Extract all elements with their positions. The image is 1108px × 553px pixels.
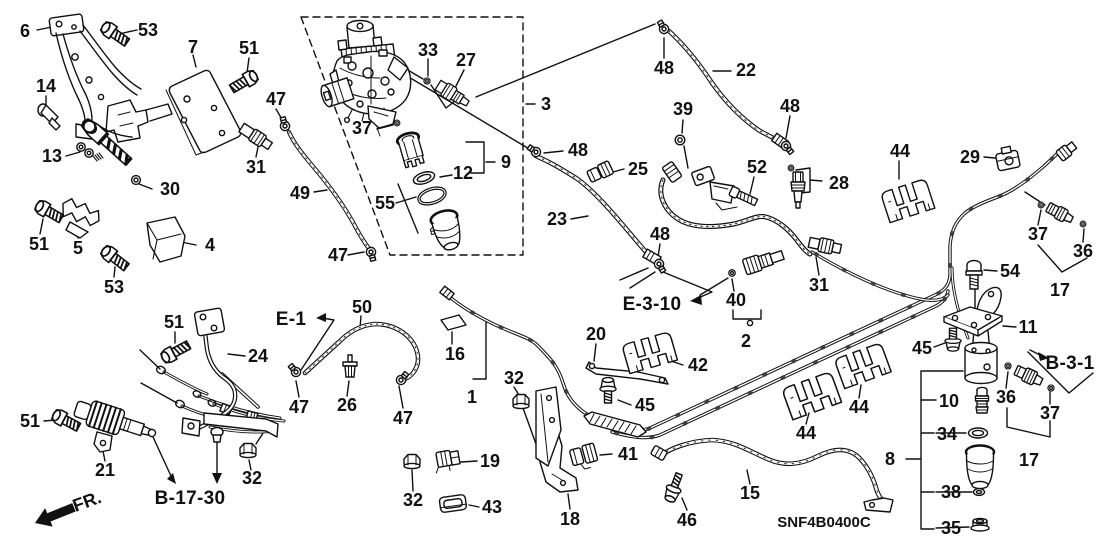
svg-text:55: 55 <box>375 193 395 213</box>
svg-text:37: 37 <box>1028 224 1048 244</box>
svg-text:32: 32 <box>504 368 524 388</box>
svg-text:8: 8 <box>885 449 895 469</box>
svg-text:48: 48 <box>568 140 588 160</box>
svg-text:37: 37 <box>352 118 372 138</box>
svg-text:50: 50 <box>352 297 372 317</box>
svg-text:32: 32 <box>242 468 262 488</box>
svg-text:10: 10 <box>939 391 959 411</box>
svg-text:45: 45 <box>635 395 655 415</box>
svg-text:13: 13 <box>42 146 62 166</box>
svg-text:16: 16 <box>445 344 465 364</box>
svg-text:11: 11 <box>1018 317 1037 337</box>
svg-text:46: 46 <box>677 510 697 530</box>
svg-text:41: 41 <box>618 444 638 464</box>
svg-text:47: 47 <box>393 408 413 428</box>
svg-text:5: 5 <box>73 238 83 258</box>
svg-text:27: 27 <box>456 50 476 70</box>
svg-text:7: 7 <box>188 37 198 57</box>
svg-text:48: 48 <box>780 96 800 116</box>
svg-text:26: 26 <box>337 395 357 415</box>
svg-text:45: 45 <box>912 338 932 358</box>
svg-text:4: 4 <box>205 235 215 255</box>
svg-text:48: 48 <box>654 58 674 78</box>
svg-text:30: 30 <box>160 179 180 199</box>
svg-text:32: 32 <box>403 490 423 510</box>
svg-text:31: 31 <box>809 275 829 295</box>
svg-text:31: 31 <box>246 157 266 177</box>
svg-text:B-17-30: B-17-30 <box>155 488 226 509</box>
svg-text:1: 1 <box>467 387 477 407</box>
svg-text:36: 36 <box>996 387 1016 407</box>
svg-text:36: 36 <box>1073 241 1093 261</box>
svg-text:42: 42 <box>688 355 708 375</box>
svg-text:24: 24 <box>248 346 268 366</box>
svg-text:21: 21 <box>95 460 115 480</box>
svg-text:35: 35 <box>941 518 961 538</box>
svg-text:E-3-10: E-3-10 <box>623 294 682 315</box>
svg-text:52: 52 <box>747 157 767 177</box>
svg-text:17: 17 <box>1019 450 1039 470</box>
svg-text:51: 51 <box>239 38 259 58</box>
svg-text:9: 9 <box>501 152 511 172</box>
svg-text:19: 19 <box>480 451 500 471</box>
svg-text:E-1: E-1 <box>276 309 307 330</box>
svg-text:14: 14 <box>36 76 56 96</box>
svg-text:23: 23 <box>547 209 567 229</box>
svg-text:28: 28 <box>829 173 849 193</box>
svg-text:33: 33 <box>418 40 438 60</box>
svg-text:17: 17 <box>1050 280 1070 300</box>
svg-text:37: 37 <box>1040 403 1060 423</box>
svg-text:44: 44 <box>890 141 910 161</box>
svg-text:49: 49 <box>290 183 310 203</box>
svg-text:53: 53 <box>138 20 158 40</box>
svg-text:47: 47 <box>289 397 309 417</box>
svg-text:51: 51 <box>20 411 40 431</box>
svg-text:SNF4B0400C: SNF4B0400C <box>777 514 871 531</box>
svg-text:18: 18 <box>560 509 580 529</box>
svg-text:44: 44 <box>849 397 869 417</box>
svg-text:15: 15 <box>740 483 760 503</box>
svg-text:25: 25 <box>628 159 648 179</box>
svg-text:54: 54 <box>1000 261 1020 281</box>
svg-text:6: 6 <box>20 21 30 41</box>
svg-text:12: 12 <box>453 163 473 183</box>
svg-text:29: 29 <box>960 147 980 167</box>
svg-text:22: 22 <box>736 60 756 80</box>
svg-text:38: 38 <box>941 482 961 502</box>
svg-text:48: 48 <box>650 224 670 244</box>
svg-text:51: 51 <box>29 234 49 254</box>
svg-text:B-3-1: B-3-1 <box>1045 353 1094 374</box>
svg-text:40: 40 <box>726 290 746 310</box>
svg-text:44: 44 <box>796 423 816 443</box>
svg-text:53: 53 <box>104 277 124 297</box>
svg-text:3: 3 <box>541 94 551 114</box>
svg-text:34: 34 <box>937 424 957 444</box>
svg-text:20: 20 <box>586 324 606 344</box>
svg-text:43: 43 <box>482 497 502 517</box>
svg-text:47: 47 <box>266 89 286 109</box>
svg-text:51: 51 <box>164 312 184 332</box>
svg-text:2: 2 <box>741 331 751 351</box>
svg-text:39: 39 <box>673 99 693 119</box>
svg-text:47: 47 <box>328 245 348 265</box>
